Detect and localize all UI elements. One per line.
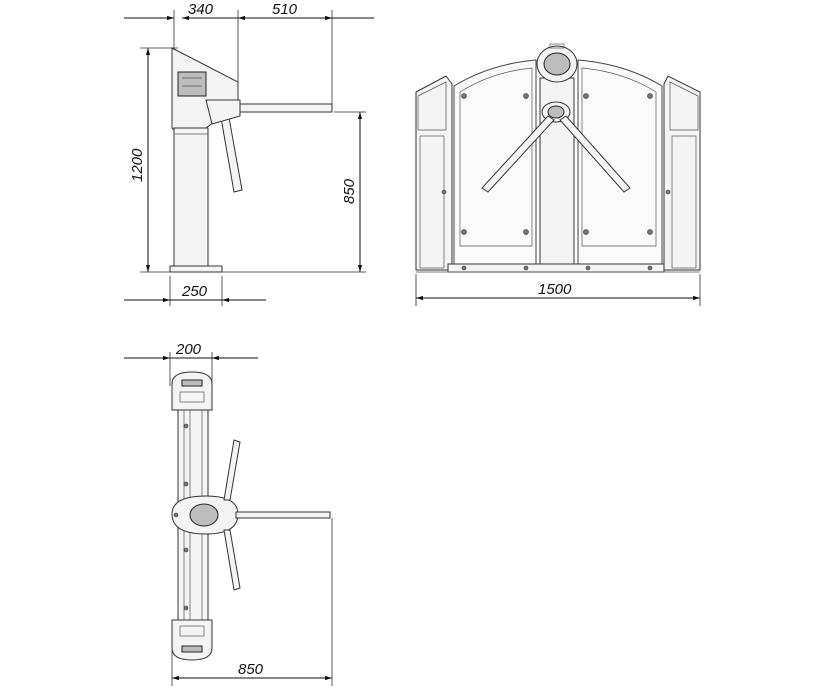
- front-right-pillar: [663, 75, 701, 271]
- side-reader-panel: [177, 71, 207, 97]
- front-left-glass: [453, 59, 537, 267]
- top-view: 200 850: [124, 341, 333, 686]
- front-view: 1500: [415, 43, 701, 306]
- front-right-glass: [577, 59, 663, 267]
- side-arm-horizontal: [237, 103, 333, 113]
- side-hub: [205, 99, 241, 125]
- front-floor-rail: [447, 263, 665, 273]
- side-column: [173, 127, 209, 271]
- dim-1200-label: 1200: [129, 148, 146, 182]
- dim-200-label: 200: [175, 341, 202, 358]
- side-arm-diagonal: [219, 111, 243, 193]
- dim-850-height-label: 850: [341, 178, 358, 204]
- side-base: [169, 265, 223, 273]
- dim-850-length-label: 850: [238, 661, 264, 678]
- top-arm-upper: [223, 439, 241, 501]
- dim-340-label: 340: [188, 1, 214, 18]
- front-arm-left: [481, 115, 555, 193]
- top-arm-lower: [223, 529, 241, 591]
- top-cap-upper: [171, 371, 213, 411]
- front-left-pillar: [415, 75, 453, 271]
- dim-1500-label: 1500: [538, 281, 572, 298]
- side-view: 340 510 1200 850 250: [124, 1, 374, 306]
- top-arm-horizontal: [235, 511, 331, 519]
- front-reader-window: [543, 52, 571, 76]
- dim-510-label: 510: [272, 1, 298, 18]
- top-hub-window: [189, 503, 219, 527]
- dim-250-label: 250: [181, 283, 208, 300]
- front-arm-right: [559, 115, 631, 193]
